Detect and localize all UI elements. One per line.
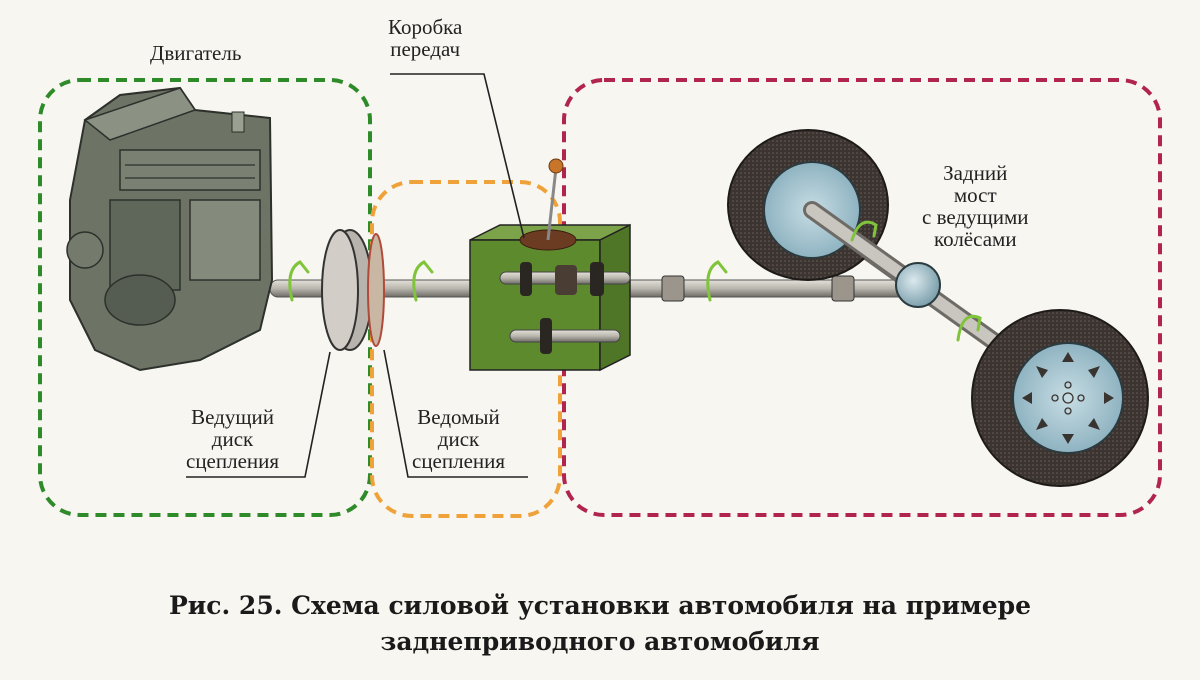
gearbox-label-line: Коробка bbox=[388, 15, 463, 39]
driving-disc-label-line: диск bbox=[211, 427, 254, 451]
driving-disc-leader-line bbox=[186, 351, 331, 478]
driven-disc-label-line: Ведомый bbox=[417, 405, 500, 429]
rear-axle-label: Задний мост с ведущими колёсами bbox=[922, 162, 1029, 250]
driving-disc-label: Ведущий диск сцепления bbox=[186, 406, 279, 472]
rear-axle-label-line: с ведущими bbox=[922, 205, 1029, 229]
rear-axle-label-line: Задний bbox=[943, 161, 1008, 185]
gearbox-icon bbox=[469, 158, 631, 372]
gearbox-leader-line bbox=[390, 73, 525, 239]
rotation-arrow-icon bbox=[412, 260, 434, 302]
engine-icon bbox=[66, 86, 274, 372]
universal-joint bbox=[831, 275, 855, 302]
rear-axle-label-line: мост bbox=[953, 183, 997, 207]
driving-clutch-disc-icon bbox=[321, 229, 373, 351]
rear-wheel-right-icon bbox=[971, 309, 1149, 487]
rotation-arrow-icon bbox=[956, 314, 982, 342]
engine-label: Двигатель bbox=[150, 41, 242, 65]
gearbox-label-line: передач bbox=[390, 37, 461, 61]
driven-disc-label: Ведомый диск сцепления bbox=[412, 406, 505, 472]
rear-axle-label-line: колёсами bbox=[933, 227, 1017, 251]
driven-clutch-disc-icon bbox=[367, 233, 385, 347]
rotation-arrow-icon bbox=[706, 260, 728, 302]
rotation-arrow-icon bbox=[850, 220, 878, 242]
figure-caption-line-2: заднеприводного автомобиля bbox=[380, 627, 820, 656]
driving-disc-label-line: сцепления bbox=[186, 449, 280, 473]
universal-joint bbox=[661, 275, 685, 302]
driven-disc-leader-line bbox=[383, 349, 528, 478]
figure-caption-line-1: Рис. 25. Схема силовой установки автомоб… bbox=[168, 591, 1032, 620]
driving-disc-label-line: Ведущий bbox=[191, 405, 274, 429]
differential-icon bbox=[895, 262, 941, 308]
gearbox-label: Коробка передач bbox=[388, 16, 462, 60]
driven-disc-label-line: диск bbox=[437, 427, 480, 451]
driven-disc-label-line: сцепления bbox=[412, 449, 506, 473]
rotation-arrow-icon bbox=[288, 260, 310, 302]
